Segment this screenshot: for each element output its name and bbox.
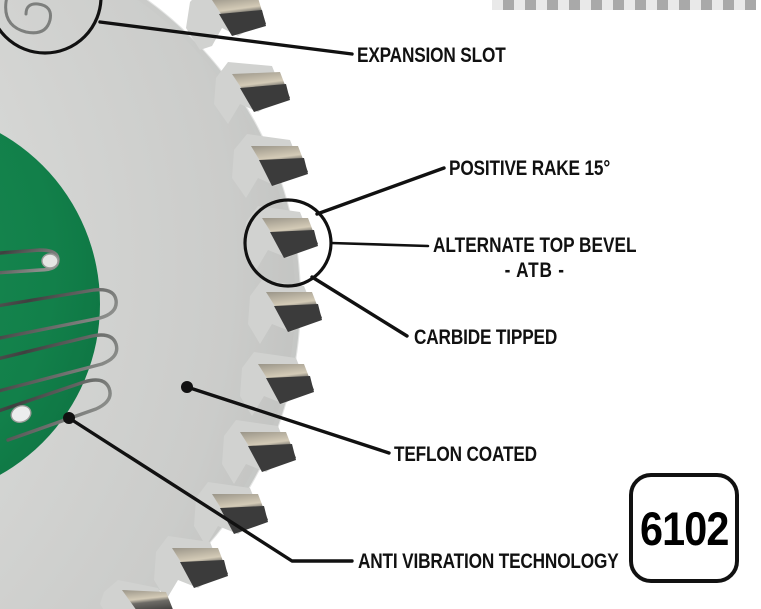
leader-alternate-top-bevel [329,241,430,248]
measurement-strip [492,0,761,10]
callout-label-positive-rake: POSITIVE RAKE 15° [449,157,611,180]
leader-carbide-tipped [310,275,409,338]
anti-vibration-slot-end-holes [10,253,59,423]
product-code-badge: 6102 [629,473,739,583]
measurement-strip-cell [613,0,624,10]
measurement-strip-cell [514,0,525,10]
blade-tooth-detail [244,206,318,270]
callout-leader-lines [0,0,446,563]
measurement-strip-cell [745,0,756,10]
callout-label-alternate-top-bevel: ALTERNATE TOP BEVEL - ATB - [433,235,636,281]
blade-tooth [248,280,322,344]
callout-label-expansion-slot: EXPANSION SLOT [357,44,506,67]
measurement-strip-cell [668,0,679,10]
expansion-slot-shape [4,0,52,35]
anti-vibration-slots [0,248,119,442]
measurement-strip-cell [547,0,558,10]
measurement-strip-cell [558,0,569,10]
blade-tooth [222,420,296,484]
blade-tooth [240,352,314,416]
measurement-strip-cell [723,0,734,10]
measurement-strip-cell [503,0,514,10]
callout-label-alternate-top-bevel-main: ALTERNATE TOP BEVEL [433,234,637,257]
blade-tooth [214,62,290,124]
blade-hub [0,133,100,475]
measurement-strip-cell [580,0,591,10]
measurement-strip-cell [635,0,646,10]
blade-tooth [232,134,308,198]
blade-tooth [154,536,228,600]
measurement-strip-cell [701,0,712,10]
measurement-strip-cell [624,0,635,10]
blade-teeth [100,0,322,609]
measurement-strip-cell [569,0,580,10]
leader-anti-vibration [67,416,354,563]
callout-label-anti-vibration-technology: ANTI VIBRATION TECHNOLOGY [358,550,619,573]
measurement-strip-cell [690,0,701,10]
leader-dot-anti-vibration [63,412,75,424]
blade-tooth [194,482,268,546]
leader-dot-teflon-coated [181,381,193,393]
blade-tooth [100,580,173,609]
callout-label-carbide-tipped: CARBIDE TIPPED [414,326,558,349]
measurement-strip-cell [657,0,668,10]
detail-circle-expansion-slot [0,0,103,55]
measurement-strip-cell [525,0,536,10]
product-code-text: 6102 [639,501,729,555]
leader-teflon-coated [185,385,391,455]
callout-label-alternate-top-bevel-sub: - ATB - [504,259,565,282]
callout-label-teflon-coated: TEFLON COATED [394,443,537,466]
measurement-strip-cell [536,0,547,10]
measurement-strip-cell [734,0,745,10]
measurement-strip-cell [646,0,657,10]
leader-expansion-slot [98,20,354,56]
blade-tooth [186,0,266,50]
measurement-strip-cell [492,0,503,10]
measurement-strip-cell [591,0,602,10]
measurement-strip-cell [712,0,723,10]
measurement-strip-cell [602,0,613,10]
leader-positive-rake [315,166,446,216]
measurement-strip-cell [679,0,690,10]
